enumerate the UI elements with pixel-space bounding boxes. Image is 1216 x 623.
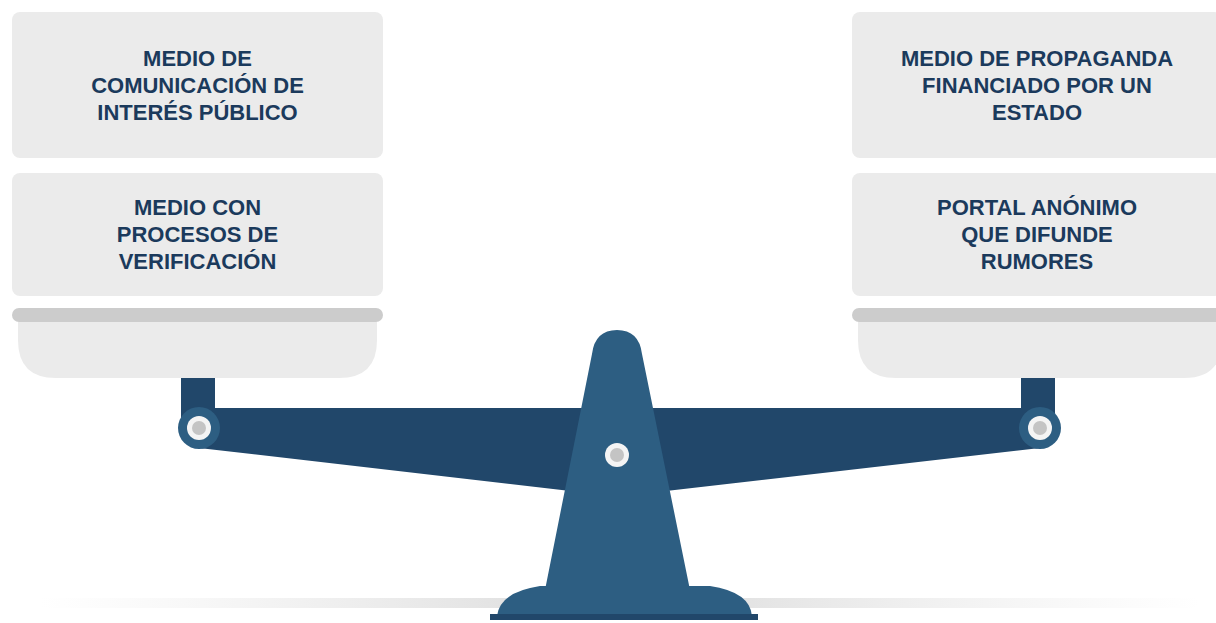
pivot-joint — [1019, 407, 1061, 449]
scale-base — [497, 586, 752, 616]
box-label: MEDIO DE PROPAGANDA FINANCIADO POR UN ES… — [895, 45, 1180, 126]
pivot-joint — [178, 407, 220, 449]
pan-rim — [852, 308, 1216, 322]
scale-post — [545, 330, 690, 590]
pivot-joint — [1028, 416, 1052, 440]
box-label: MEDIO DE COMUNICACIÓN DE INTERÉS PÚBLICO — [68, 45, 328, 126]
box-label: PORTAL ANÓNIMO QUE DIFUNDE RUMORES — [922, 194, 1152, 275]
text-box: PORTAL ANÓNIMO QUE DIFUNDE RUMORES — [852, 173, 1216, 296]
text-box: MEDIO CON PROCESOS DE VERIFICACIÓN — [12, 173, 383, 296]
text-box: MEDIO DE PROPAGANDA FINANCIADO POR UN ES… — [852, 12, 1216, 158]
pivot-joint — [1033, 421, 1047, 435]
scale-pan — [18, 322, 377, 378]
pivot-joint — [187, 416, 211, 440]
text-box: MEDIO DE COMUNICACIÓN DE INTERÉS PÚBLICO — [12, 12, 383, 158]
scale-base — [490, 614, 758, 620]
pan-rim — [12, 308, 383, 322]
pivot-joint — [192, 421, 206, 435]
center-pivot — [610, 448, 624, 462]
scale-pan — [858, 322, 1216, 378]
center-pivot — [605, 443, 629, 467]
box-label: MEDIO CON PROCESOS DE VERIFICACIÓN — [78, 194, 318, 275]
